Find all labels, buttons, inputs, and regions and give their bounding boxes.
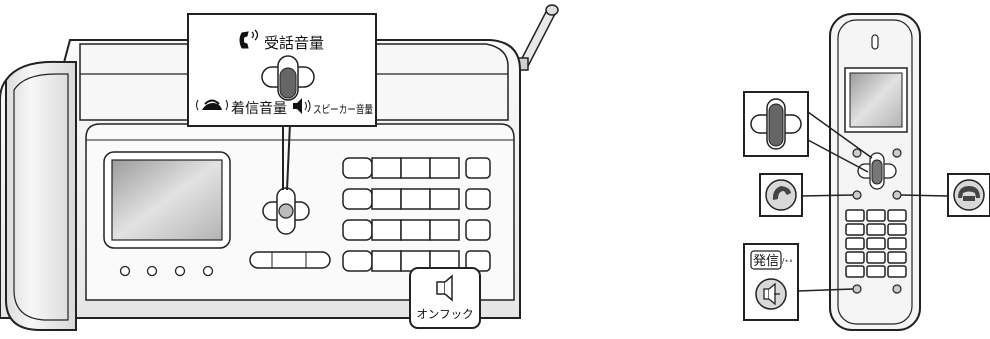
function-keys[interactable] [249, 251, 331, 269]
keypad-key[interactable] [429, 219, 460, 241]
handset-volume-label: 受話音量 [264, 34, 324, 52]
keypad-side-key[interactable] [465, 157, 491, 179]
handset-key[interactable] [866, 251, 886, 264]
keypad-side-key[interactable] [465, 219, 491, 241]
handset-key[interactable] [845, 223, 865, 236]
onhook-button[interactable]: オンフック [409, 267, 481, 329]
ringer-icon [196, 99, 228, 111]
handset-keypad[interactable] [845, 209, 907, 278]
volume-callout: 受話音量 着信音量 スピーカー音量 [187, 13, 377, 191]
fax-keypad[interactable] [342, 157, 491, 272]
fax-dpad[interactable] [262, 187, 310, 235]
speaker-volume-icon [293, 98, 311, 114]
talk-button[interactable] [765, 179, 797, 211]
phone-off-hook-icon [772, 186, 791, 200]
keypad-key[interactable] [371, 250, 402, 272]
leader-lines [797, 111, 949, 292]
handset-speaker-icon [763, 282, 780, 306]
handset-key[interactable] [845, 209, 865, 222]
speaker-volume-label: スピーカー音量 [313, 102, 373, 116]
handset-key[interactable] [887, 237, 907, 250]
keypad-key[interactable] [342, 219, 373, 241]
ring-volume-label: 着信音量 [231, 100, 287, 117]
keypad-key[interactable] [429, 157, 460, 179]
fax-machine: オンフック 受話音量 着信音量 [0, 4, 559, 331]
call-label-suffix: /⋆∘ [782, 257, 793, 265]
handset-key[interactable] [887, 209, 907, 222]
handset-key[interactable] [887, 265, 907, 278]
fax-handset [5, 60, 77, 331]
call-button-callout: 発信 /⋆∘ [743, 243, 799, 321]
onhook-label: オンフック [416, 307, 473, 321]
keypad-side-key[interactable] [465, 188, 491, 210]
keypad-key[interactable] [429, 188, 460, 210]
phone-on-hook-icon [958, 186, 980, 198]
speaker-icon [436, 274, 453, 302]
keypad-key[interactable] [371, 157, 402, 179]
end-button[interactable] [953, 179, 985, 211]
handset-key[interactable] [845, 251, 865, 264]
handset-dpad-callout [743, 91, 809, 157]
handset-key[interactable] [866, 223, 886, 236]
handset-key[interactable] [845, 265, 865, 278]
handset-key[interactable] [887, 251, 907, 264]
indicator-lamps [119, 265, 214, 277]
keypad-key[interactable] [400, 188, 431, 210]
keypad-key[interactable] [371, 188, 402, 210]
handset-key[interactable] [866, 209, 886, 222]
handset-icon [239, 29, 259, 49]
cordless-handset: 発信 /⋆∘ [743, 13, 990, 331]
handset-key[interactable] [866, 237, 886, 250]
handset-earpiece [871, 34, 879, 50]
keypad-key[interactable] [342, 188, 373, 210]
handset-key[interactable] [887, 223, 907, 236]
handset-dpad[interactable] [857, 152, 897, 190]
keypad-key[interactable] [342, 157, 373, 179]
talk-button-callout [759, 173, 803, 217]
end-button-callout [947, 173, 990, 217]
keypad-key[interactable] [400, 219, 431, 241]
callout-dpad [261, 55, 315, 101]
keypad-key[interactable] [371, 219, 402, 241]
handset-key[interactable] [845, 237, 865, 250]
keypad-key[interactable] [342, 250, 373, 272]
handset-key[interactable] [866, 265, 886, 278]
call-label: 発信 [753, 254, 779, 269]
keypad-key[interactable] [400, 157, 431, 179]
